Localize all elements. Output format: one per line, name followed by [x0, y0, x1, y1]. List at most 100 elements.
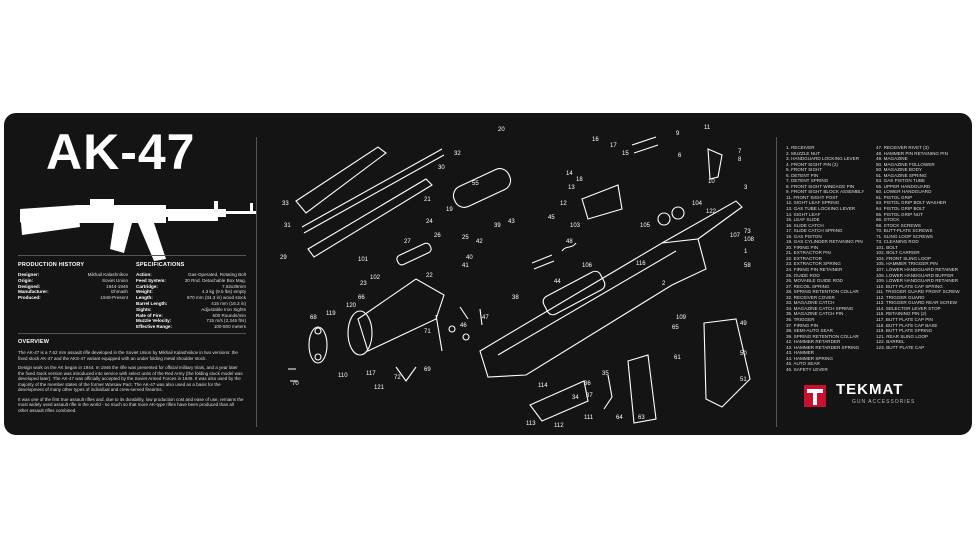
part-list-item: 21. EXTRACTOR PIN — [786, 250, 831, 256]
part-callout-label: 17 — [610, 143, 617, 149]
part-list-item: 3. HANDGUARD LOCKING LEVER — [786, 156, 860, 162]
spec-key: Action: — [136, 272, 152, 277]
part-list-item: 113. TRIGGER GUARD REAR SCREW — [876, 300, 958, 306]
part-list-item: 43. HAMMER RETARDER SPRING — [786, 344, 860, 350]
part-list-item: 50. MAGAZINE BODY — [876, 167, 922, 173]
part-list-item: 70. BUTT-PLATE SCREWS — [876, 228, 933, 234]
spec-value: 30 Rnd. Detachable Box Mag. — [184, 277, 246, 283]
part-list-item: 37. FIRING PIN — [786, 322, 819, 328]
part-list-item: 119. BUTT PLATE SPRING — [876, 328, 933, 334]
part-callout-label: 55 — [472, 181, 479, 187]
spec-value: 870 mm (34.3 in) wood stock — [187, 295, 246, 301]
part-callout-label: 32 — [454, 151, 461, 157]
part-list-item: 104. FRONT SLING LOOP — [876, 255, 932, 261]
part-list-item: 38. SEMI-AUTO SEAR — [786, 328, 833, 334]
history-value: Izhmash — [110, 289, 128, 295]
part-callout-label: 103 — [570, 223, 581, 229]
part-callout-label: 39 — [494, 223, 501, 229]
part-callout-label: 72 — [394, 375, 401, 381]
spec-value: 100-800 meters — [213, 324, 246, 330]
part-list-item: 26. MOVABLE GUIDE ROD — [786, 278, 843, 284]
spec-key: Sights: — [136, 306, 152, 312]
part-list-item: 102. BOLT CARRIER — [876, 250, 920, 256]
part-callout-label: 66 — [358, 295, 365, 301]
rifle-silhouette-icon — [20, 199, 257, 261]
spec-row: Weight:4.3 kg (9.5 lbs) empty — [136, 289, 246, 295]
part-list-item: 114. SELECTOR LEVER STOP — [876, 305, 941, 311]
spec-key: Feed System: — [136, 277, 166, 283]
parts-list-column-2: 47. RECEIVER RIVET (3)48. HAMMER PIN RET… — [876, 145, 960, 350]
part-callout-label: 11 — [704, 125, 711, 131]
part-list-item: 110. BUTT PLATE CAP SPRING — [876, 283, 943, 289]
part-callout-label: 30 — [438, 165, 445, 171]
part-callout-label: 19 — [446, 207, 453, 213]
part-callout-label: 26 — [434, 233, 441, 239]
part-list-item: 39. SPRING RETENTION COLLAR — [786, 333, 859, 339]
part-list-item: 7. DETENT SPRING — [786, 178, 829, 184]
part-list-item: 13. GAS TUBE LOCKING LEVER — [786, 206, 856, 212]
part-list-item: 9. FRONT SIGHT BLOCK ASSEMBLY — [786, 189, 865, 195]
part-callout-label: 13 — [568, 185, 575, 191]
part-list-item: 105. HAMMER TRIGGER PIN — [876, 261, 938, 267]
history-row: Origin:Soviet Union — [18, 278, 128, 284]
part-callout-label: 69 — [424, 367, 431, 373]
spec-key: Length: — [136, 295, 153, 301]
part-callout-label: 14 — [566, 171, 573, 177]
part-callout-label: 37 — [586, 393, 593, 399]
part-callout-label: 7 — [738, 149, 742, 155]
part-callout-label: 120 — [346, 303, 357, 309]
part-callout-label: 31 — [284, 223, 291, 229]
part-callout-label: 112 — [554, 423, 564, 429]
part-list-item: 53. GAS PISTON TUBE — [876, 178, 926, 184]
spec-value: 7.62x39mm — [221, 283, 246, 289]
part-callout-label: 15 — [622, 151, 629, 157]
part-callout-label: 36 — [584, 381, 591, 387]
part-callout-label: 6 — [678, 153, 682, 159]
divider-left — [256, 137, 257, 427]
part-callout-label: 119 — [326, 311, 336, 317]
part-list-item: 20. FIRING PIN — [786, 244, 819, 250]
part-callout-label: 109 — [676, 315, 687, 321]
part-callout-label: 113 — [526, 421, 536, 427]
spec-row: Feed System: 30 Rnd. Detachable Box Mag. — [136, 278, 246, 284]
part-callout-label: 50 — [740, 351, 747, 357]
part-list-item: 42. HAMMER RETARDER — [786, 339, 841, 345]
part-callout-label: 63 — [638, 415, 645, 421]
history-value: 1948-Present — [100, 295, 128, 301]
part-list-item: 36. TRIGGER — [786, 316, 815, 322]
part-list-item: 47. RECEIVER RIVET (3) — [876, 145, 929, 150]
spec-value: 715 m/s (2,346 ft/s) — [206, 318, 246, 324]
part-callout-label: 20 — [498, 127, 505, 133]
part-callout-label: 38 — [512, 295, 519, 301]
brand-name: TEKMAT — [836, 381, 904, 398]
overview-paragraph: It was one of the first true assault rif… — [18, 396, 244, 413]
brand-tagline: GUN ACCESSORIES — [852, 399, 916, 405]
part-list-item: 27. RECOIL SPRING — [786, 283, 830, 289]
part-callout-label: 43 — [508, 219, 515, 225]
part-list-item: 1. RECEIVER — [786, 145, 815, 150]
history-value: 1944-1946 — [106, 283, 128, 289]
overview-text: The AK-47 is a 7.62 mm assault rifle dev… — [18, 350, 244, 417]
history-row: Designed:1944-1946 — [18, 284, 128, 290]
divider-overview — [18, 333, 246, 334]
part-callout-label: 73 — [744, 229, 751, 235]
part-callout-label: 116 — [636, 261, 646, 267]
part-list-item: 19. GAS CYLINDER RETAINING PIN — [786, 239, 863, 245]
history-key: Designer: — [18, 272, 40, 277]
part-callout-label: 47 — [482, 315, 489, 321]
production-history-heading: PRODUCTION HISTORY — [18, 262, 85, 268]
part-callout-label: 2 — [662, 281, 666, 287]
part-callout-label: 106 — [582, 263, 593, 269]
part-list-item: 28. SPRING RETENTION COLLAR — [786, 289, 859, 295]
part-list-item: 16. SLIDE CATCH — [786, 222, 824, 228]
history-row: Designer:Mikhail Kalashnikov — [18, 272, 128, 278]
part-list-item: 107. LOWER HANDGUARD RETAINER — [876, 267, 959, 273]
spec-row: Rate of Fire:600 Rounds/min — [136, 313, 246, 319]
part-list-item: 65. PISTOL GRIP NUT — [876, 211, 923, 217]
part-callout-label: 8 — [738, 157, 742, 163]
part-callout-label: 44 — [554, 279, 561, 285]
history-row: Manufacturer:Izhmash — [18, 289, 128, 295]
part-callout-label: 3 — [744, 185, 748, 191]
divider-history — [18, 255, 246, 256]
